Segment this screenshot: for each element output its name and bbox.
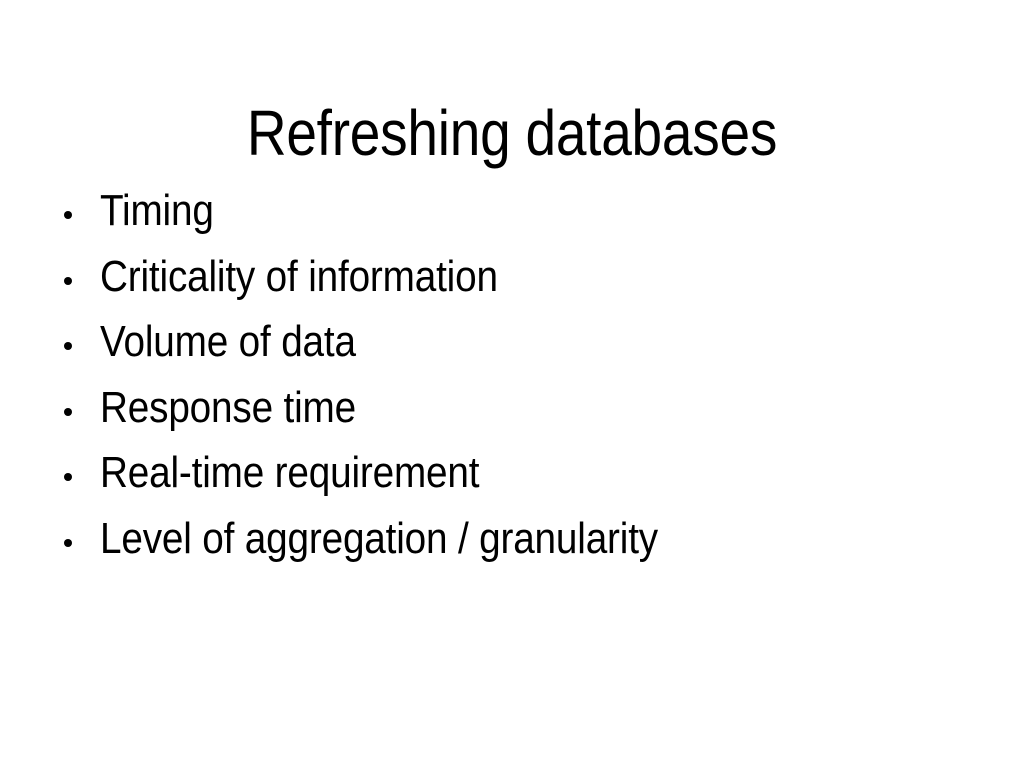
bullet-dot-icon [64,538,72,547]
bullet-list: Timing Criticality of information Volume… [60,186,1000,579]
slide-title: Refreshing databases [246,96,778,169]
list-item-label: Volume of data [100,317,356,366]
list-item: Timing [60,186,1000,252]
bullet-dot-icon [64,276,72,285]
list-item: Criticality of information [60,252,1000,318]
bullet-dot-icon [64,342,72,350]
list-item: Level of aggregation / granularity [60,514,1000,580]
list-item-label: Real-time requirement [100,448,480,497]
bullet-dot-icon [64,473,72,481]
list-item-label: Criticality of information [100,251,498,301]
list-item: Volume of data [60,317,1000,383]
list-item-label: Timing [100,186,214,235]
list-item: Response time [60,383,1000,449]
list-item: Real-time requirement [60,448,1000,514]
bullet-dot-icon [64,211,72,219]
bullet-dot-icon [64,407,72,416]
list-item-label: Response time [100,382,356,432]
list-item-label: Level of aggregation / granularity [100,513,658,563]
